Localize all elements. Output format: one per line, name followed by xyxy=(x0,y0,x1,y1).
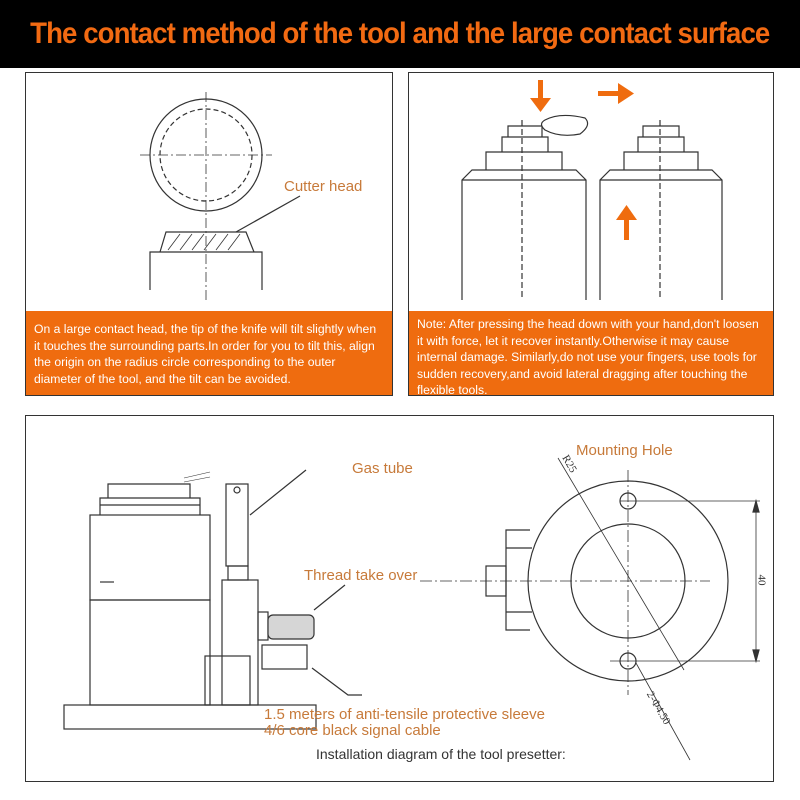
presetter-side-view xyxy=(63,469,362,730)
arrow-up-icon xyxy=(616,205,637,220)
cutter-head-drawing xyxy=(140,92,301,300)
arrow-down-icon xyxy=(530,98,551,112)
cutter-head-label: Cutter head xyxy=(284,178,363,195)
panel-cutter-head: Cutter head On a large contact head, the… xyxy=(25,72,393,396)
dim-spacing: 40 xyxy=(755,574,768,586)
presetter-front-view xyxy=(420,457,760,761)
thread-label: Thread take over xyxy=(304,567,418,584)
page-title: The contact method of the tool and the l… xyxy=(30,17,770,50)
sleeve-label-1: 1.5 meters of anti-tensile protective sl… xyxy=(264,706,545,723)
header-banner: The contact method of the tool and the l… xyxy=(0,0,800,68)
panel-pressing-note: Note: After pressing the head down with … xyxy=(408,72,774,397)
probe-recovered xyxy=(599,120,723,300)
gas-tube-label: Gas tube xyxy=(352,460,413,477)
installation-caption: Installation diagram of the tool presett… xyxy=(316,746,566,762)
cutter-head-note: On a large contact head, the tip of the … xyxy=(26,311,392,395)
panel-installation xyxy=(25,415,774,782)
arrow-right-icon xyxy=(618,83,634,104)
sleeve-label-2: 4/6 core black signal cable xyxy=(264,722,441,739)
mounting-hole-label: Mounting Hole xyxy=(576,442,673,459)
arrow-icons xyxy=(530,80,637,240)
probe-pressed xyxy=(461,114,589,300)
pressing-note: Note: After pressing the head down with … xyxy=(409,311,773,397)
